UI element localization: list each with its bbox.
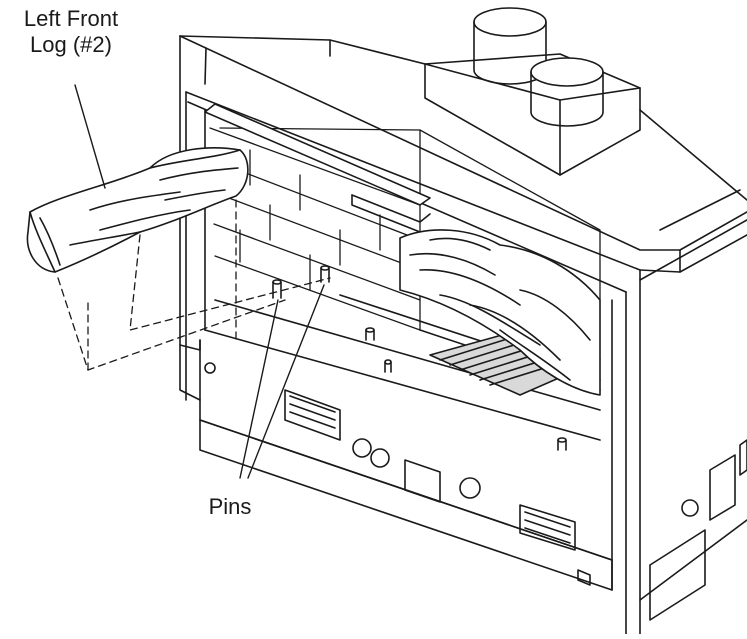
side-panel: [639, 219, 747, 621]
control-panel: [179, 339, 613, 591]
flue-collars: [424, 7, 641, 176]
firebox-bricks: [209, 127, 601, 331]
pins: [272, 265, 330, 299]
callout-log-line1: Left Front: [23, 6, 119, 31]
callout-pins: Pins: [208, 494, 252, 519]
hood-baffle: [204, 103, 431, 233]
callout-log-line2: Log (#2): [30, 32, 112, 57]
leader-lines: [74, 84, 325, 479]
callout-left-front-log: Left Front Log (#2): [0, 6, 142, 58]
left-front-log: [26, 147, 249, 273]
unit-top: [179, 35, 747, 231]
rear-logs: [399, 229, 601, 396]
placement-guides: [57, 199, 331, 371]
